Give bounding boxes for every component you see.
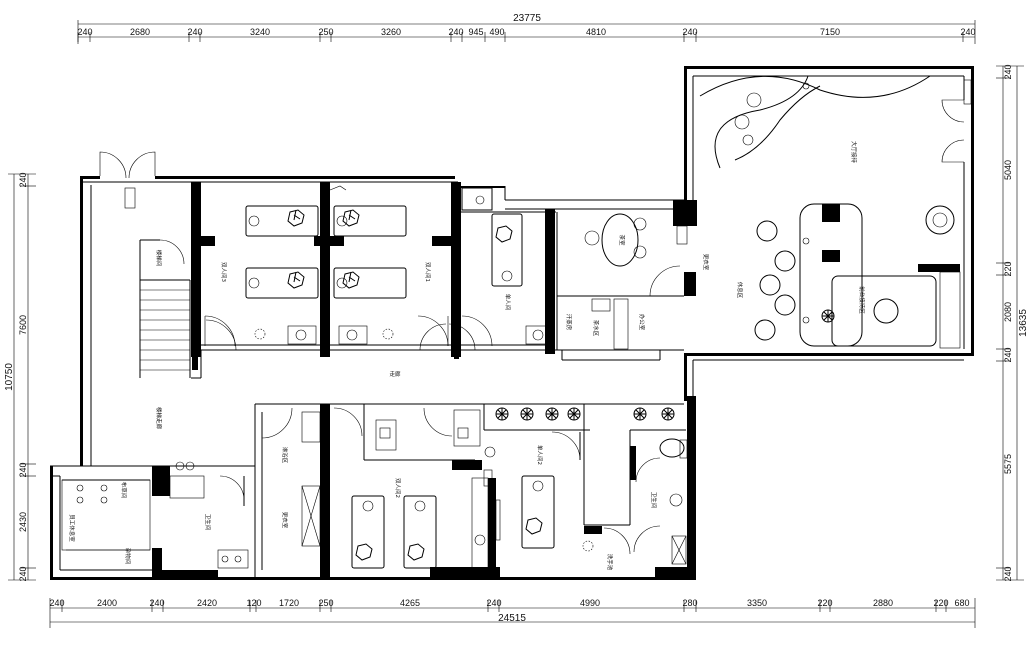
label-corridor: 走廊 [389, 370, 401, 378]
label-sauna: 汗蒸房 [565, 314, 573, 331]
label-rest-area: 休息区 [736, 282, 744, 299]
double-room-3: 双人间3 [191, 182, 344, 357]
bottom-dim-4: 2420 [197, 598, 217, 608]
right-dim-3: 220 [1003, 261, 1013, 276]
bottom-dim-10: 4990 [580, 598, 600, 608]
tea-lounge: 茶室 汗蒸房 茶水区 办公室 更衣室 [556, 200, 710, 350]
bottom-dim-11: 280 [682, 598, 697, 608]
entry-door-right[interactable] [941, 79, 972, 163]
label-lobby: 大厅接待 [850, 141, 858, 164]
right-dim-1: 240 [1003, 64, 1013, 79]
single-room: 单人间 [454, 187, 556, 359]
label-utility: 杂物间 [124, 548, 132, 565]
label-lounge: 茶室 [618, 234, 626, 246]
label-toilet: 卫生间 [650, 492, 658, 509]
top-dim-10: 4810 [586, 27, 606, 37]
bottom-dim-12: 3350 [747, 598, 767, 608]
left-dim-1: 240 [18, 172, 28, 187]
top-dim-6: 3260 [381, 27, 401, 37]
label-changing: 更衣室 [702, 254, 710, 271]
label-toilet-left: 卫生间 [204, 514, 212, 531]
outer-walls [50, 66, 974, 580]
double-room-1: 双人间1 [329, 182, 461, 357]
bottom-dimensions: 240 2400 240 2420 120 1720 250 4265 240 … [49, 598, 976, 628]
label-wash: 淋浴区 [281, 447, 289, 464]
top-dim-3: 240 [187, 27, 202, 37]
right-dim-6: 5575 [1003, 454, 1013, 474]
label-double-room-3: 双人间3 [220, 262, 228, 283]
right-dim-5: 240 [1003, 347, 1013, 362]
right-dim-4: 2080 [1003, 302, 1013, 322]
top-dim-1: 240 [77, 27, 92, 37]
label-office: 办公室 [638, 314, 646, 331]
top-dim-8: 945 [468, 27, 483, 37]
plant-icon-row [495, 407, 675, 421]
bottom-dim-16: 680 [954, 598, 969, 608]
label-changing-lower: 更衣室 [281, 512, 289, 529]
left-total-dim: 10750 [4, 363, 15, 391]
bottom-dim-1: 240 [49, 598, 64, 608]
top-dim-13: 240 [960, 27, 975, 37]
bottom-dim-8: 4265 [400, 598, 420, 608]
bottom-dim-2: 2400 [97, 598, 117, 608]
left-dim-3: 240 [18, 462, 28, 477]
plant-icon [821, 309, 835, 323]
top-dim-11: 240 [682, 27, 697, 37]
right-dim-2: 5040 [1003, 160, 1013, 180]
top-dim-5: 250 [318, 27, 333, 37]
bottom-dim-5: 120 [246, 598, 261, 608]
bottom-dim-7: 250 [318, 598, 333, 608]
label-double-room-2: 双人间2 [394, 478, 402, 498]
bottom-dim-9: 240 [486, 598, 501, 608]
entry-door-left[interactable] [99, 151, 156, 179]
left-dimensions: 10750 240 7600 240 2430 240 [4, 172, 36, 582]
top-dimensions: 23775 240 2680 240 3240 250 3260 240 945… [77, 13, 976, 44]
label-double-room-1: 双人间1 [424, 262, 432, 282]
lobby: 大厅接待 休息区 前台接待区 [699, 75, 961, 349]
top-dim-4: 3240 [250, 27, 270, 37]
bottom-dim-6: 1720 [279, 598, 299, 608]
bottom-dim-14: 2880 [873, 598, 893, 608]
top-total-dim: 23775 [513, 13, 541, 24]
label-single-room: 单人间 [504, 294, 512, 311]
bottom-dim-3: 240 [149, 598, 164, 608]
label-storage: 布草间 [120, 482, 128, 499]
bottom-total-dim: 24515 [498, 613, 526, 624]
top-dim-7: 240 [448, 27, 463, 37]
staff-room: 员工休息室 布草间 杂物间 卫生间 [61, 461, 249, 580]
bed [245, 205, 319, 299]
label-stair-corridor: 楼梯走廊 [155, 407, 163, 430]
top-dim-12: 7150 [820, 27, 840, 37]
right-dimensions: 13635 240 5040 220 2080 240 5575 240 [996, 64, 1029, 582]
left-dim-5: 240 [18, 566, 28, 581]
label-tea-area: 茶水区 [592, 320, 600, 337]
left-dim-4: 2430 [18, 512, 28, 532]
label-staff-room: 员工休息室 [68, 514, 76, 542]
top-dim-2: 2680 [130, 27, 150, 37]
stair-area: 楼梯间 楼梯走廊 [124, 187, 198, 430]
top-dim-9: 490 [489, 27, 504, 37]
label-stair: 楼梯间 [155, 250, 163, 267]
left-dim-2: 7600 [18, 315, 28, 335]
label-basin: 洗手池 [606, 554, 614, 571]
label-single-room-2: 单人间2 [536, 445, 544, 465]
lower-rooms: 淋浴区 更衣室 双人间2 单人间2 [254, 403, 688, 577]
bottom-dim-13: 220 [817, 598, 832, 608]
label-reception: 前台接待区 [858, 286, 866, 314]
bottom-dim-15: 220 [933, 598, 948, 608]
right-dim-7: 240 [1003, 566, 1013, 581]
right-total-dim: 13635 [1018, 309, 1029, 337]
